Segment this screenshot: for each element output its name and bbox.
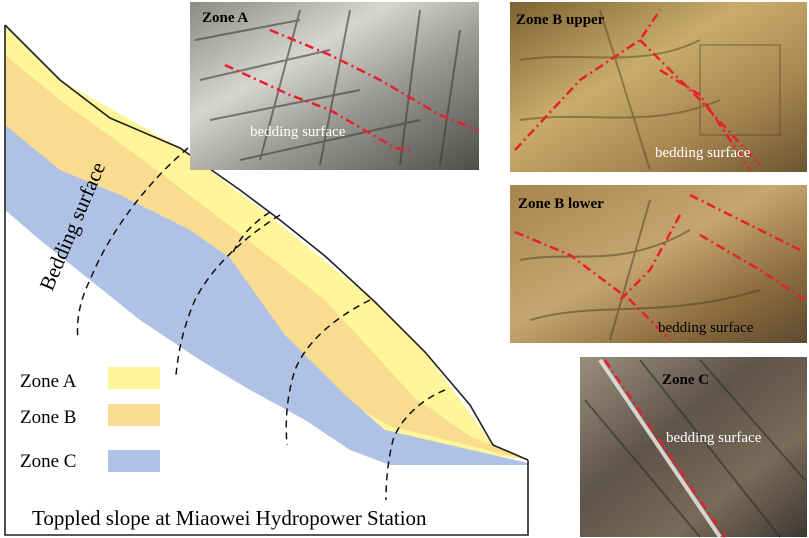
- bedding-curve-2: [175, 214, 281, 376]
- slope-surface-line: [4, 24, 529, 461]
- legend-label-zone-a: Zone A: [20, 371, 77, 392]
- photo-zone-c-bedding: bedding surface: [666, 430, 762, 446]
- bedding-curve-1: [76, 147, 189, 341]
- legend-swatch-zone-a: [108, 367, 160, 389]
- photo-zone-b-upper: Zone B upper bedding surface: [510, 2, 807, 172]
- photo-zone-c-title: Zone C: [662, 372, 709, 388]
- photo-zone-a: Zone A bedding surface: [190, 2, 479, 170]
- photo-zone-b-upper-image: [510, 2, 807, 172]
- photo-zone-b-upper-title: Zone B upper: [516, 12, 605, 28]
- zone-a-band: [5, 25, 528, 460]
- legend-swatch-zone-c: [108, 450, 160, 472]
- legend-swatch-zone-b: [108, 404, 160, 426]
- photo-zone-b-lower-texture: [519, 199, 761, 341]
- zone-b-band: [5, 55, 528, 460]
- photo-zone-b-lower-bedding: bedding surface: [658, 320, 754, 336]
- photo-zone-a-bedding: bedding surface: [250, 124, 346, 140]
- bedding-dashed-curves: [76, 147, 446, 501]
- legend-label-zone-c: Zone C: [20, 451, 76, 472]
- slope-frame: [4, 25, 529, 536]
- photo-zone-b-lower-image: [510, 185, 807, 343]
- bedding-curve-5: [231, 211, 271, 256]
- photo-zone-c: Zone C bedding surface: [580, 357, 807, 538]
- legend: Zone A Zone B Zone C: [20, 367, 160, 472]
- photo-zone-a-texture: [194, 9, 461, 166]
- zone-c-band: [5, 125, 528, 465]
- photo-zone-b-lower: Zone B lower bedding surface: [510, 185, 807, 343]
- photo-zone-b-lower-faults: [514, 193, 806, 341]
- photo-zone-a-title: Zone A: [202, 10, 248, 26]
- photo-zone-b-upper-bedding: bedding surface: [655, 145, 751, 161]
- bedding-curve-4: [385, 389, 446, 501]
- photo-zone-c-fault: [603, 359, 727, 538]
- photo-zone-a-faults: [224, 28, 479, 152]
- slope-caption: Toppled slope at Miaowei Hydropower Stat…: [32, 506, 427, 530]
- photo-zone-b-upper-faults: [514, 9, 761, 171]
- slope-section: Bedding surface Zone A Zone B Zone C Top…: [4, 24, 529, 536]
- photo-zone-b-lower-title: Zone B lower: [518, 196, 604, 212]
- photo-zone-c-texture: [584, 359, 806, 538]
- photo-zone-c-white-vein: [598, 358, 722, 538]
- legend-label-zone-b: Zone B: [20, 407, 76, 428]
